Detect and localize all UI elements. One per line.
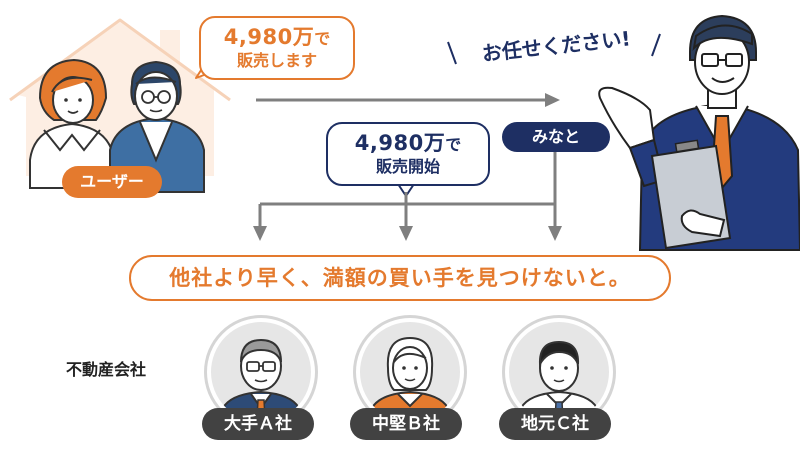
goal-text: 他社より早く、満額の買い手を見つけないと。 xyxy=(169,266,631,290)
agent-man-icon xyxy=(598,14,800,251)
agencies-label: 不動産会社 xyxy=(66,360,147,379)
young-man-icon xyxy=(517,340,601,422)
company-c-label: 地元Ｃ社 xyxy=(499,408,611,440)
listing-price-unit: 万 xyxy=(423,131,446,155)
flow-arrows xyxy=(253,93,562,241)
user-price-suffix: で xyxy=(314,29,331,48)
agency-label: みなと xyxy=(502,122,610,152)
user-man-icon xyxy=(109,60,205,193)
goal-banner-bg xyxy=(129,255,671,301)
speech-line-right xyxy=(651,33,661,57)
user-bubble-line2: 販売します xyxy=(236,51,317,70)
user-price-bubble: 4,980万で 販売します xyxy=(199,16,355,80)
user-label: ユーザー xyxy=(62,166,162,198)
older-man-glasses-icon xyxy=(219,338,303,422)
company-b-label: 中堅Ｂ社 xyxy=(350,408,462,440)
company-a-label: 大手Ａ社 xyxy=(202,408,314,440)
listing-price-bubble: 4,980万で 販売開始 xyxy=(326,122,490,186)
woman-icon xyxy=(368,336,452,422)
user-price-value: 4,980 xyxy=(223,25,293,49)
listing-bubble-line2: 販売開始 xyxy=(375,157,440,176)
user-price-unit: 万 xyxy=(292,25,315,49)
listing-price-value: 4,980 xyxy=(354,131,424,155)
listing-price-suffix: で xyxy=(445,135,462,154)
speech-line-left xyxy=(447,41,457,65)
